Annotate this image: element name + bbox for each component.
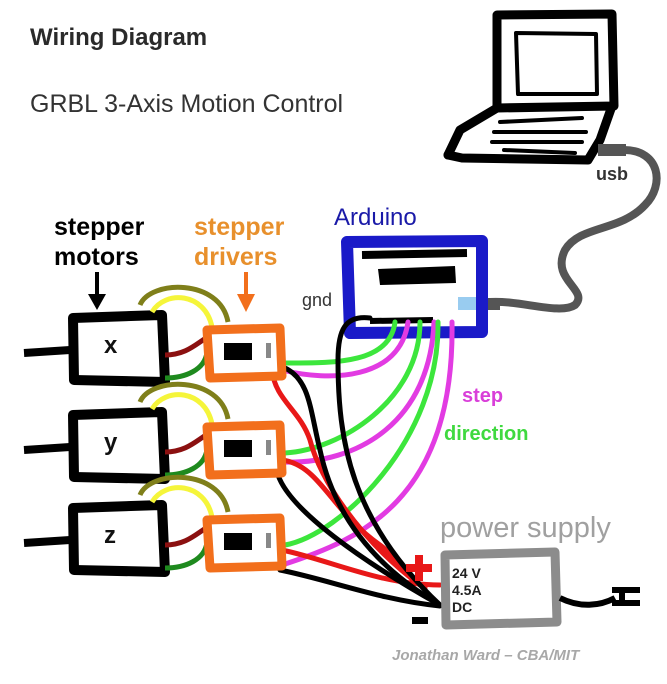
ps-type: DC: [452, 599, 473, 615]
motor-axis-label: z: [104, 522, 116, 549]
stepper-drivers-label-line2: drivers: [194, 243, 278, 271]
usb-label: usb: [596, 164, 629, 184]
stepper-drivers-label: stepper drivers: [194, 212, 284, 272]
coil-wire-b1: [164, 525, 208, 548]
driver-chip: [224, 440, 252, 457]
power-supply-specs: 24 V 4.5A DC: [452, 565, 482, 616]
arduino-board: [341, 235, 488, 339]
motor-shaft: [23, 536, 71, 547]
driver-chip: [224, 533, 252, 550]
stepper-motors-label-line1: stepper: [54, 213, 145, 241]
axis-z: [23, 474, 287, 577]
signal-wires: [279, 319, 455, 568]
gnd-label: gnd: [302, 290, 333, 310]
arrow-motors-icon: [88, 272, 106, 310]
power-supply: [406, 547, 640, 630]
driver-pot: [266, 343, 271, 358]
power-supply-label: power supply: [440, 512, 611, 544]
coil-wire-b1: [164, 335, 208, 358]
driver-chip: [224, 343, 252, 360]
stepper-motors-label: stepper motors: [54, 212, 144, 272]
axis-x: [23, 284, 287, 387]
step-label: step: [462, 385, 504, 407]
motor-shaft: [23, 443, 71, 454]
motor-axis-label: y: [104, 429, 118, 456]
coil-wire-a2: [149, 485, 215, 518]
motor-body: [68, 500, 170, 577]
motor-body: [68, 407, 170, 484]
motor-axis-label: x: [104, 332, 118, 359]
usb-port: [458, 297, 480, 310]
step-wire-x: [279, 319, 411, 379]
page-subtitle: GRBL 3-Axis Motion Control: [30, 90, 344, 118]
motor-shaft: [23, 346, 71, 357]
motor-body: [68, 310, 170, 387]
direction-wire-z: [282, 319, 441, 548]
ground-wires: [275, 315, 443, 609]
coil-wire-b1: [164, 432, 208, 455]
arrow-drivers-icon: [237, 272, 255, 312]
direction-wire-y: [282, 319, 423, 456]
page-title: Wiring Diagram: [30, 24, 208, 51]
stepper-drivers-label-line1: stepper: [194, 213, 285, 241]
minus-icon: [412, 617, 428, 624]
direction-wire-x: [282, 319, 398, 366]
coil-wire-a1: [137, 381, 231, 420]
ps-current: 4.5A: [452, 582, 482, 598]
credit: Jonathan Ward – CBA/MIT: [392, 647, 580, 664]
direction-label: direction: [444, 423, 529, 445]
driver-pot: [266, 440, 271, 455]
usb-plug-laptop: [598, 144, 626, 156]
driver-pot: [266, 533, 271, 548]
step-wire-z: [279, 319, 455, 568]
laptop-icon: [443, 9, 619, 165]
stepper-motors-label-line2: motors: [54, 243, 139, 271]
coil-wire-a2: [149, 295, 215, 328]
coil-wire-a1: [137, 474, 231, 513]
axis-y: [23, 381, 287, 484]
ps-voltage: 24 V: [452, 565, 481, 581]
arduino-label: Arduino: [334, 204, 417, 231]
step-wire-y: [279, 319, 437, 465]
coil-wire-a1: [137, 284, 231, 323]
coil-wire-a2: [149, 392, 215, 425]
